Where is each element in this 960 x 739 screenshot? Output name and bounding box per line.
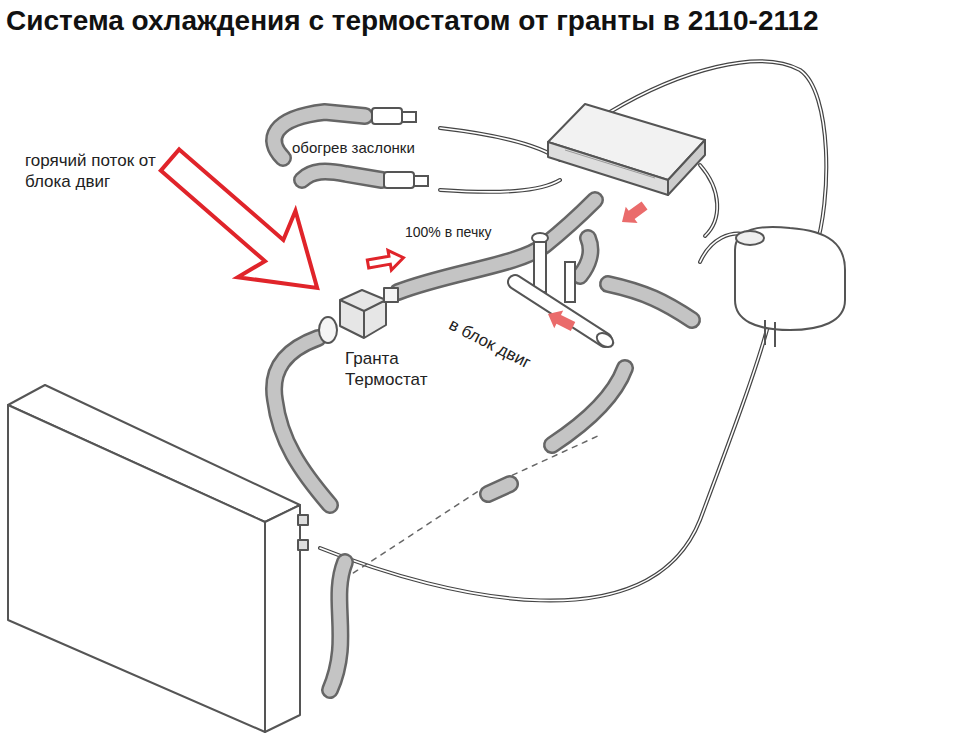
flow-label: 100% в печку (405, 224, 492, 242)
part-label: обогрев заслонки (292, 139, 415, 158)
radiator (8, 385, 308, 732)
diagram-title: Система охлаждения с термостатом от гран… (6, 6, 819, 37)
flow-label: в блок двиг (445, 314, 534, 373)
flow-label: горячий поток от блока двиг (25, 150, 165, 193)
tee-pipe (515, 282, 616, 350)
fittings (372, 108, 575, 302)
heater-core (548, 104, 705, 195)
part-label: Гранта Термостат (345, 348, 445, 391)
expansion-tank (735, 227, 845, 347)
thermostat (319, 288, 398, 343)
hoses (274, 112, 692, 690)
flow-arrow (366, 248, 405, 274)
return-arrow (616, 197, 650, 230)
return-arrow (544, 305, 578, 335)
